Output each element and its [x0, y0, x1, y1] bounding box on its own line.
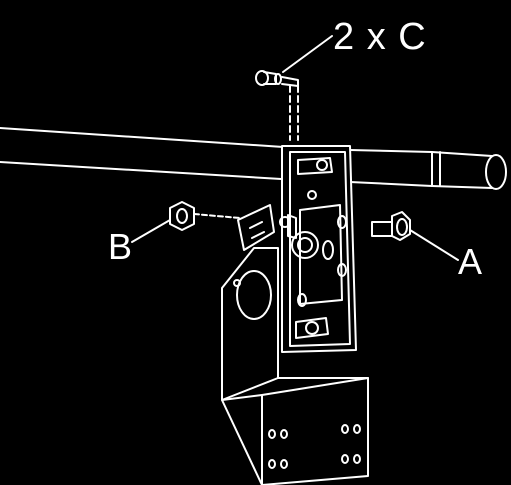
callout-label-b: B	[108, 226, 133, 267]
l-bracket	[221, 247, 369, 485]
callout-label-a: A	[458, 241, 483, 282]
screws-c	[255, 70, 299, 141]
main-plate	[279, 145, 357, 353]
slotted-clip	[237, 204, 275, 251]
leader-lines	[131, 35, 459, 261]
bolt-a	[371, 211, 411, 241]
rail-tube	[0, 127, 507, 190]
callout-label-c: 2 x C	[333, 16, 427, 58]
nut-b	[169, 201, 241, 231]
bracket-mounting-holes	[268, 424, 361, 469]
